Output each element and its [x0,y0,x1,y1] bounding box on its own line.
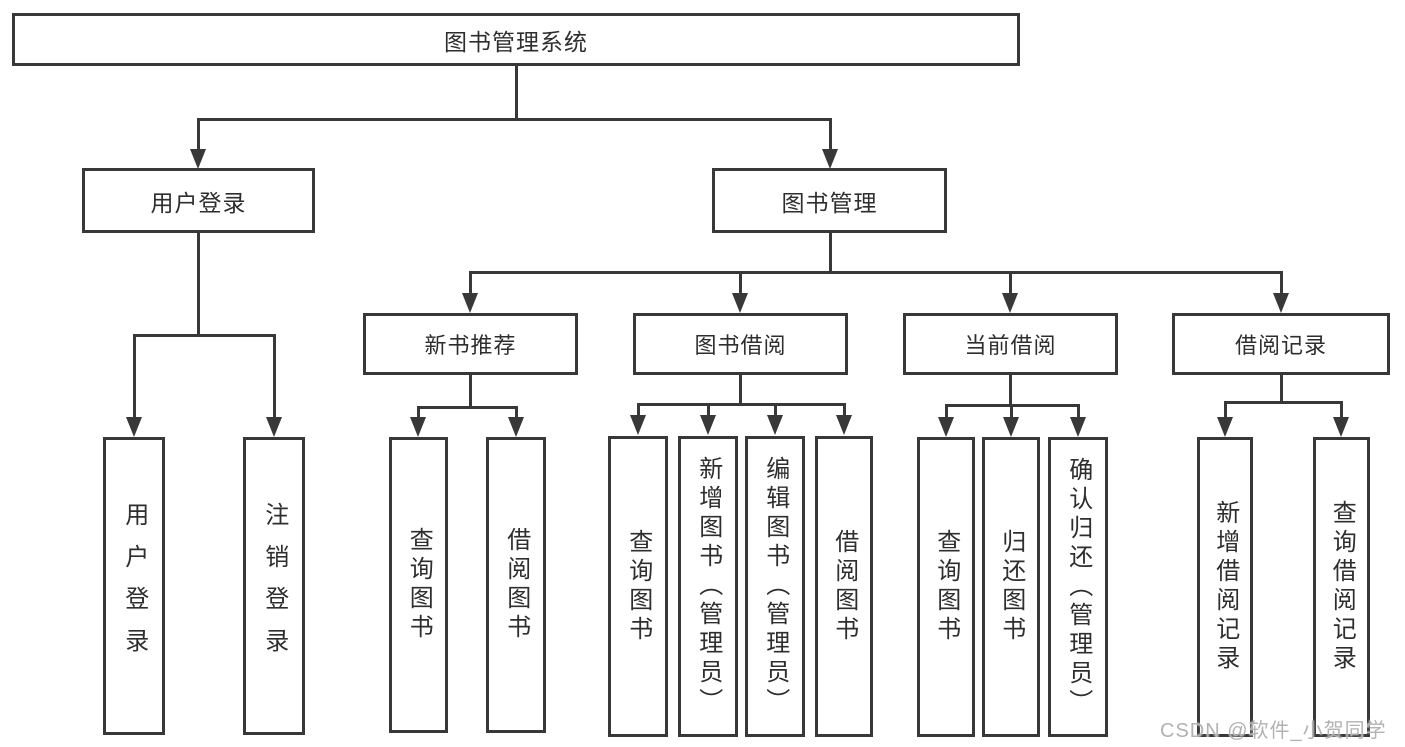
node-label: 用户登录 [150,189,247,216]
node-label: 查询借阅记录 [1328,500,1356,674]
line [1280,375,1283,404]
arrowhead-down [938,417,954,437]
line [1009,271,1012,294]
arrowhead-down [266,417,282,437]
line [1280,271,1283,294]
node-label: 借阅图书 [830,528,858,645]
arrowhead-down [1002,293,1018,313]
line [707,403,710,416]
node-label: 图书管理 [781,189,878,216]
node-label: 查询图书 [624,528,652,645]
leaf-query-borrow-record: 查询借阅记录 [1313,437,1370,737]
arrowhead-down [1217,417,1233,437]
leaf-user-login: 用户登录 [103,437,165,735]
leaf-return-books: 归还图书 [982,437,1040,737]
node-label: 图书管理系统 [444,28,588,55]
node-label: 借阅图书 [502,527,530,643]
node-label: 用户登录 [120,502,148,670]
node-book-management: 图书管理 [712,168,947,233]
line [1077,404,1080,418]
node-new-book-recommend: 新书推荐 [363,313,578,375]
node-label: 查询图书 [405,527,433,643]
leaf-query-books-nb: 查询图书 [389,437,448,733]
arrowhead-down [410,417,426,437]
node-label: 新增图书（管理员） [694,456,722,717]
arrowhead-down [190,149,206,169]
node-label: 图书借阅 [694,333,787,358]
node-label: 归还图书 [997,529,1025,645]
line [469,375,472,409]
node-root-library-system: 图书管理系统 [12,13,1020,66]
arrowhead-down [1273,293,1289,313]
node-book-borrowing: 图书借阅 [633,313,848,375]
line [197,118,832,121]
arrowhead-down [1333,417,1349,437]
line [1009,375,1012,407]
line [133,334,136,418]
line [515,406,518,419]
arrowhead-down [1003,417,1019,437]
line [1224,401,1227,418]
leaf-logout: 注销登录 [243,437,305,735]
arrowhead-down [767,415,783,435]
leaf-add-books-admin: 新增图书（管理员） [678,436,738,737]
leaf-query-books-cb: 查询图书 [917,437,975,737]
leaf-query-books-bb: 查询图书 [608,436,668,737]
node-borrowing-records: 借阅记录 [1172,313,1390,375]
line [637,403,640,416]
csdn-watermark: CSDN @软件_小贺同学 [1160,720,1387,742]
arrowhead-down [1070,417,1086,437]
leaf-borrow-books-bb: 借阅图书 [815,436,873,737]
line [843,403,846,416]
leaf-edit-books-admin: 编辑图书（管理员） [745,436,805,737]
arrowhead-down [822,149,838,169]
line [739,271,742,294]
node-label: 新书推荐 [424,333,517,358]
leaf-confirm-return-admin: 确认归还（管理员） [1048,437,1108,737]
node-label: 确认归还（管理员） [1064,456,1092,718]
line [774,403,777,416]
line [829,118,832,151]
line [273,334,276,418]
line [637,403,846,406]
leaf-borrow-books-nb: 借阅图书 [486,437,546,733]
node-label: 借阅记录 [1234,333,1327,358]
line [197,118,200,151]
line [1224,401,1343,404]
node-label: 查询图书 [932,529,960,645]
line [829,233,832,274]
line [945,404,948,418]
line [197,233,200,337]
node-label: 编辑图书（管理员） [761,456,789,717]
line [469,271,1283,274]
node-label: 注销登录 [260,502,288,670]
node-user-login: 用户登录 [82,168,315,233]
arrowhead-down [126,417,142,437]
arrowhead-down [732,293,748,313]
arrowhead-down [462,293,478,313]
line [469,271,472,294]
arrowhead-down [836,415,852,435]
line [417,406,420,419]
node-label: 新增借阅记录 [1211,500,1239,674]
arrowhead-down [508,417,524,437]
arrowhead-down [700,415,716,435]
arrowhead-down [630,415,646,435]
line [133,334,276,337]
node-label: 当前借阅 [964,333,1057,358]
node-current-borrowing: 当前借阅 [903,313,1118,375]
line [1340,401,1343,418]
line [739,375,742,406]
line [417,406,518,409]
line [1010,404,1013,418]
leaf-add-borrow-record: 新增借阅记录 [1197,437,1253,737]
line [515,65,518,121]
